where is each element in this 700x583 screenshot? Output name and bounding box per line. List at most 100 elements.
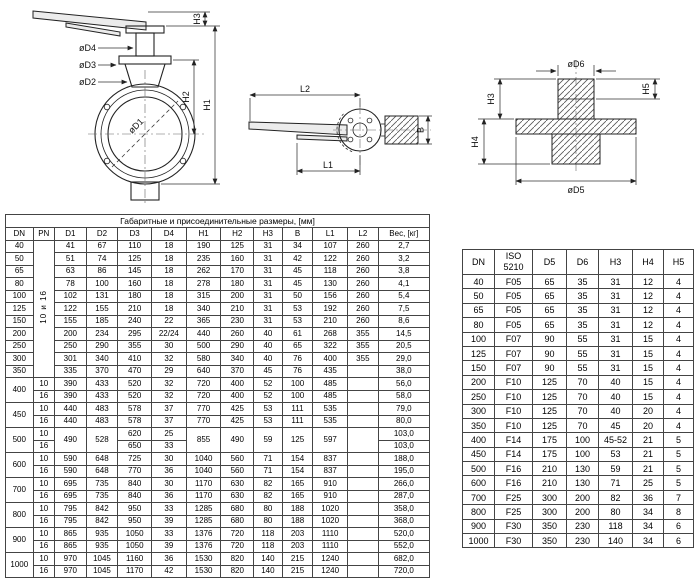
table-cell: 590	[54, 464, 87, 478]
table-cell: 140	[253, 552, 283, 566]
table-cell: 59	[598, 461, 633, 477]
table-cell: 485	[312, 389, 349, 403]
table-cell: 483	[85, 414, 119, 428]
column-header: H3	[253, 226, 283, 241]
table-cell: 39	[151, 539, 187, 553]
table-cell: 350	[532, 533, 567, 549]
table-cell: 125	[220, 239, 255, 253]
table-cell: 301	[54, 352, 87, 366]
table-cell: F05	[494, 273, 533, 290]
table-cell: 170	[220, 264, 255, 278]
table-cell: 1045	[85, 564, 119, 578]
table-cell: 53	[598, 446, 633, 463]
table-cell: 1160	[117, 552, 152, 566]
table-cell: 322	[312, 339, 349, 353]
table-cell	[347, 514, 379, 528]
table-cell: 100	[566, 432, 599, 448]
table-cell: 935	[85, 539, 119, 553]
table-cell: 770	[185, 414, 222, 428]
table-cell: 355	[117, 339, 152, 353]
dimension-d5: øD5	[515, 137, 637, 195]
table-cell: 700	[462, 489, 495, 506]
table-cell: 188	[281, 502, 314, 516]
table-cell: 175	[532, 446, 567, 463]
table-cell: 910	[312, 477, 349, 491]
h4-label: H4	[470, 136, 480, 148]
table-cell: 842	[85, 502, 119, 516]
table-cell: 154	[281, 464, 314, 478]
table-cell: 100	[462, 331, 495, 347]
table-cell: 355	[347, 339, 379, 353]
table-cell: 53	[253, 402, 283, 416]
stem-section	[515, 78, 637, 165]
table-cell: 695	[54, 477, 87, 491]
table-cell: 180	[117, 289, 152, 303]
table-cell: 600	[462, 475, 495, 491]
dimension-h3-section: H3	[478, 78, 556, 120]
table-cell: F10	[494, 389, 533, 405]
table-cell: 680	[220, 514, 255, 528]
table-cell: 160	[117, 277, 152, 291]
table-cell: 31	[253, 289, 283, 303]
table-cell: 32	[151, 389, 187, 403]
table-cell: F14	[494, 446, 533, 463]
table-cell: 900	[462, 518, 495, 535]
table-cell: 10	[32, 477, 56, 491]
table-cell: 65	[462, 302, 495, 319]
table-cell: 67	[85, 239, 119, 253]
table-cell: 680	[220, 502, 255, 516]
table-cell: 720	[220, 527, 255, 541]
table-cell: 41	[54, 239, 87, 253]
table-cell: 118	[598, 518, 633, 535]
table-cell: 1170	[117, 564, 152, 578]
table-cell: 42	[281, 252, 314, 266]
table-cell: 552,0	[377, 539, 431, 553]
column-header: PN	[32, 226, 56, 241]
table-cell: 52	[253, 389, 283, 403]
table-cell: 32	[151, 377, 187, 391]
table-cell: 102	[54, 289, 87, 303]
table-cell: 1040	[185, 464, 222, 478]
table-cell: 38,0	[377, 364, 431, 378]
table-cell: 188	[281, 514, 314, 528]
column-header: ISO 5210	[494, 249, 533, 275]
table-cell: 490	[220, 427, 255, 453]
table-cell: 31	[253, 314, 283, 328]
table-cell	[347, 527, 379, 541]
table-cell: 648	[85, 464, 119, 478]
table-cell: F07	[494, 360, 533, 376]
table-cell	[347, 427, 379, 453]
table-cell: 300	[532, 504, 567, 520]
table-cell: 125	[462, 345, 495, 362]
dimension-d3: øD3	[79, 60, 117, 70]
table-cell: 440	[54, 402, 87, 416]
table-cell: 125	[117, 252, 152, 266]
table-cell: 210	[117, 302, 152, 316]
table-cell: 5	[663, 432, 694, 448]
table-cell: F10	[494, 417, 533, 434]
table-cell: 59	[253, 427, 283, 453]
table-cell: 485	[312, 377, 349, 391]
table-cell: 61	[281, 327, 314, 341]
table-cell: 40	[253, 339, 283, 353]
table-cell: 200	[566, 489, 599, 506]
table-cell: 18	[151, 302, 187, 316]
table-cell: 837	[312, 452, 349, 466]
table-cell: 50	[5, 252, 34, 266]
table-cell: 260	[347, 239, 379, 253]
table-cell: 33	[151, 527, 187, 541]
table-cell: 450	[462, 446, 495, 463]
table-cell: 260	[347, 252, 379, 266]
table-cell: 590	[54, 452, 87, 466]
